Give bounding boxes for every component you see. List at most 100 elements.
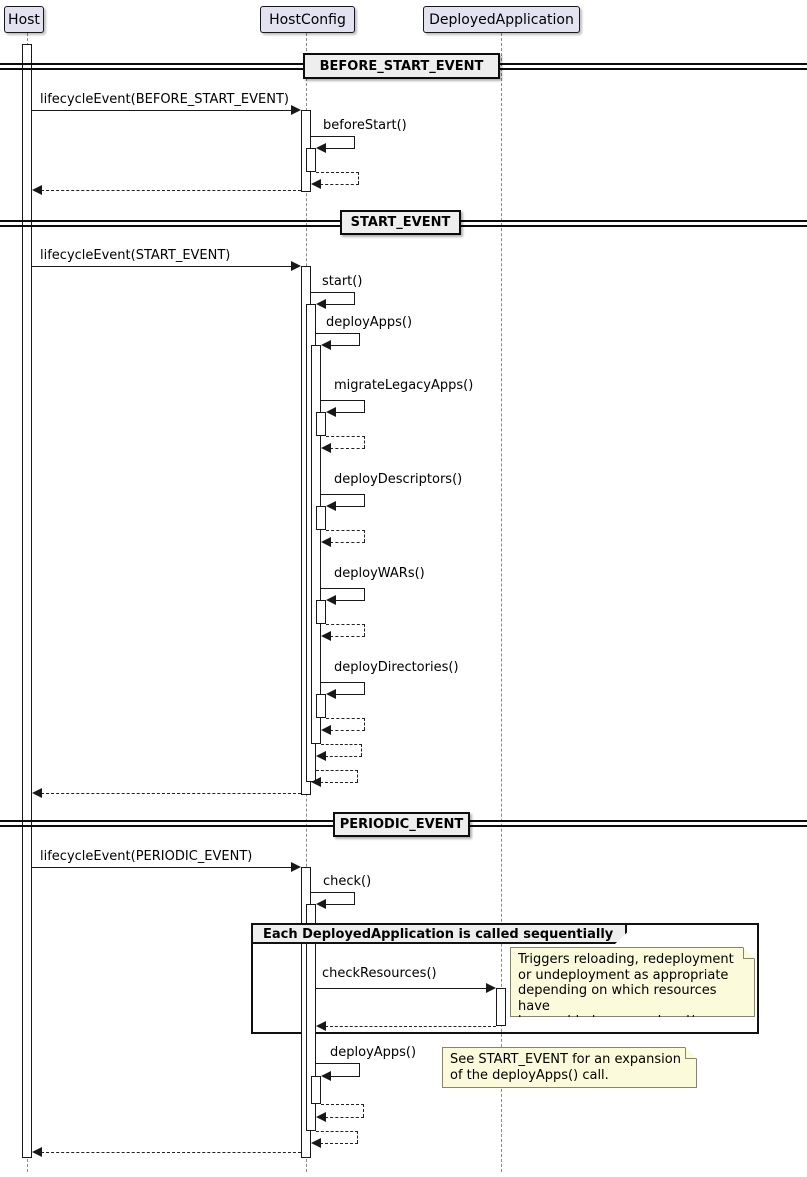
arrowhead-left [311, 777, 321, 787]
arrowhead-left [316, 751, 326, 761]
self-call-line [335, 694, 365, 695]
return-line [325, 1026, 496, 1027]
divider-before-start-event-label: BEFORE_START_EVENT [319, 58, 484, 74]
message-line [32, 266, 292, 267]
arrowhead-left [321, 725, 331, 735]
message-line [32, 867, 292, 868]
activation-deployedapplication [496, 988, 506, 1026]
self-return-line [330, 448, 365, 449]
activation-deploy-directories [316, 694, 326, 718]
self-call-line [364, 588, 365, 600]
self-return-line [330, 636, 365, 637]
message-label-deploy-directories: deployDirectories() [334, 660, 459, 675]
self-return-line [320, 1143, 358, 1144]
message-line [316, 988, 487, 989]
self-return-line [326, 624, 365, 625]
message-line [32, 110, 292, 111]
lifeline-deployedapplication [501, 33, 502, 1172]
divider-periodic-event: PERIODIC_EVENT [333, 812, 470, 837]
self-return-line [330, 730, 365, 731]
participant-hostconfig: HostConfig [260, 6, 355, 33]
participant-deployedapplication: DeployedApplication [423, 6, 580, 33]
activation-deploy-wars [316, 600, 326, 624]
arrowhead-right [486, 983, 496, 993]
note-check-resources: Triggers reloading, redeployment or unde… [510, 947, 755, 1017]
self-call-line [330, 345, 360, 346]
self-return-line [321, 744, 362, 745]
arrowhead-right [291, 862, 301, 872]
self-return-line [320, 782, 358, 783]
self-call-line [354, 892, 355, 904]
group-frame-title: Each DeployedApplication is called seque… [263, 927, 614, 942]
divider-start-event: START_EVENT [340, 210, 461, 235]
participant-hostconfig-label: HostConfig [269, 11, 346, 28]
arrowhead-left [32, 788, 42, 798]
activation-migrate-legacy-apps [316, 412, 326, 436]
arrowhead-left [32, 1147, 42, 1157]
self-call-line [364, 494, 365, 506]
message-label-check-resources: checkResources() [322, 966, 437, 981]
arrowhead-left [321, 537, 331, 547]
self-call-line [325, 904, 355, 905]
participant-host-label: Host [8, 11, 40, 28]
self-call-line [335, 506, 365, 507]
self-call-line [311, 136, 355, 137]
self-call-line [354, 292, 355, 304]
return-line [41, 1152, 301, 1153]
activation-deploy-apps [311, 345, 321, 744]
return-line [41, 793, 301, 794]
arrowhead-left [326, 501, 336, 511]
self-call-line [364, 400, 365, 412]
arrowhead-left [316, 1021, 326, 1031]
self-return-line [326, 436, 365, 437]
arrowhead-left [316, 899, 326, 909]
self-call-line [335, 412, 365, 413]
self-return-line [364, 436, 365, 448]
self-call-line [321, 588, 365, 589]
self-return-line [325, 756, 362, 757]
note-fold-icon [685, 1047, 697, 1059]
participant-host: Host [4, 6, 44, 33]
message-label-deploy-apps: deployApps() [326, 315, 413, 330]
self-return-line [364, 718, 365, 730]
self-return-line [316, 1131, 358, 1132]
activation-deploy-descriptors [316, 506, 326, 530]
message-label-before-start: beforeStart() [323, 118, 407, 133]
activation-host [22, 44, 32, 1158]
arrowhead-left [316, 299, 326, 309]
arrowhead-left [321, 443, 331, 453]
arrowhead-right [291, 261, 301, 271]
activation-before-start [306, 148, 316, 172]
arrowhead-left [321, 340, 331, 350]
self-return-line [325, 1117, 364, 1118]
activation-check [306, 904, 316, 1131]
divider-start-event-label: START_EVENT [350, 215, 451, 230]
message-label-migrate-legacy-apps: migrateLegacyApps() [334, 378, 474, 393]
arrowhead-left [316, 1112, 326, 1122]
self-return-line [358, 172, 359, 184]
divider-before-start-event: BEFORE_START_EVENT [303, 53, 500, 79]
self-call-line [330, 1076, 360, 1077]
self-call-line [321, 400, 365, 401]
message-label-check: check() [323, 874, 372, 889]
self-call-line [335, 600, 365, 601]
divider-periodic-event-label: PERIODIC_EVENT [339, 817, 464, 832]
self-call-line [321, 494, 365, 495]
message-label-deploy-apps-periodic: deployApps() [330, 1045, 417, 1060]
arrowhead-left [326, 689, 336, 699]
self-return-line [321, 1104, 364, 1105]
arrowhead-left [32, 185, 42, 195]
return-line [41, 190, 301, 191]
message-label-lifecycle-start: lifecycleEvent(START_EVENT) [40, 248, 231, 263]
self-call-line [359, 1063, 360, 1076]
self-return-line [326, 530, 365, 531]
message-label-lifecycle-before-start: lifecycleEvent(BEFORE_START_EVENT) [40, 92, 289, 107]
self-return-line [316, 770, 358, 771]
note-deploy-apps: See START_EVENT for an expansion of the … [442, 1047, 697, 1088]
self-call-line [311, 292, 355, 293]
arrowhead-left [321, 1071, 331, 1081]
group-frame-header: Each DeployedApplication is called seque… [251, 923, 627, 944]
self-call-line [311, 892, 355, 893]
arrowhead-left [316, 143, 326, 153]
self-return-line [326, 718, 365, 719]
